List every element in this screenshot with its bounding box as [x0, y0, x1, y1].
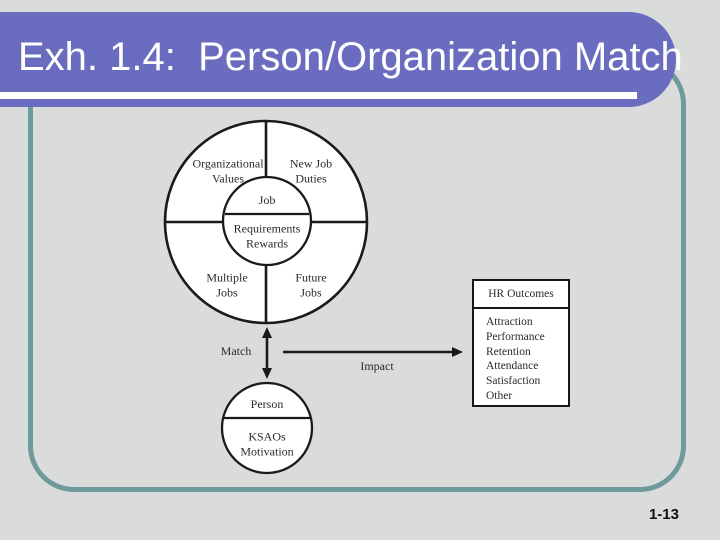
person-label-line: Motivation — [240, 444, 294, 458]
person-label-line: KSAOs — [248, 429, 286, 444]
hr-outcomes-box: HR Outcomes Attraction Performance Reten… — [472, 279, 570, 407]
quadrant-label-line: Values — [212, 171, 244, 185]
job-label: Job — [258, 192, 276, 207]
job-label-line: Rewards — [246, 236, 288, 250]
hr-outcome-item: Satisfaction — [486, 375, 541, 388]
title-bar: Exh. 1.4: Person/Organization Match — [0, 12, 683, 107]
match-arrowhead-up — [262, 327, 272, 338]
quadrant-label-new-job-duties: New Job Duties — [290, 157, 332, 186]
impact-arrowhead — [452, 347, 463, 357]
quadrant-label-line: Organizational — [192, 156, 264, 171]
hr-outcome-item: Performance — [486, 330, 545, 343]
hr-outcome-item: Retention — [486, 345, 531, 358]
hr-outcome-item: Attendance — [486, 360, 539, 373]
quadrant-label-line: Multiple — [206, 270, 248, 285]
quadrant-label-multiple-jobs: Multiple Jobs — [206, 271, 247, 300]
quadrant-label-line: Jobs — [300, 285, 322, 299]
hr-outcome-item: Other — [486, 389, 513, 402]
ksaos-motivation-label: KSAOs Motivation — [240, 430, 293, 459]
match-label: Match — [220, 343, 252, 358]
title-underline — [0, 92, 637, 99]
person-label: Person — [250, 396, 284, 411]
hr-outcomes-list: Attraction Performance Retention Attenda… — [474, 309, 568, 404]
hr-outcomes-header: HR Outcomes — [474, 281, 568, 309]
quadrant-label-future-jobs: Future Jobs — [295, 271, 326, 300]
impact-label: Impact — [360, 358, 394, 373]
job-requirements-rewards-label: Requirements Rewards — [234, 222, 301, 251]
page-number: 1-13 — [648, 506, 679, 523]
person-circle — [220, 381, 314, 475]
quadrant-label-line: Jobs — [216, 285, 238, 299]
slide-title: Exh. 1.4: Person/Organization Match — [18, 35, 683, 79]
quadrant-label-organizational-values: Organizational Values — [192, 157, 263, 186]
quadrant-label-line: New Job — [289, 156, 333, 171]
match-arrowhead-down — [262, 368, 272, 379]
job-circle — [221, 175, 313, 267]
quadrant-label-line: Future — [295, 270, 327, 285]
hr-outcome-item: Attraction — [486, 316, 533, 328]
quadrant-label-line: Duties — [295, 171, 327, 185]
job-label-line: Requirements — [233, 221, 301, 236]
